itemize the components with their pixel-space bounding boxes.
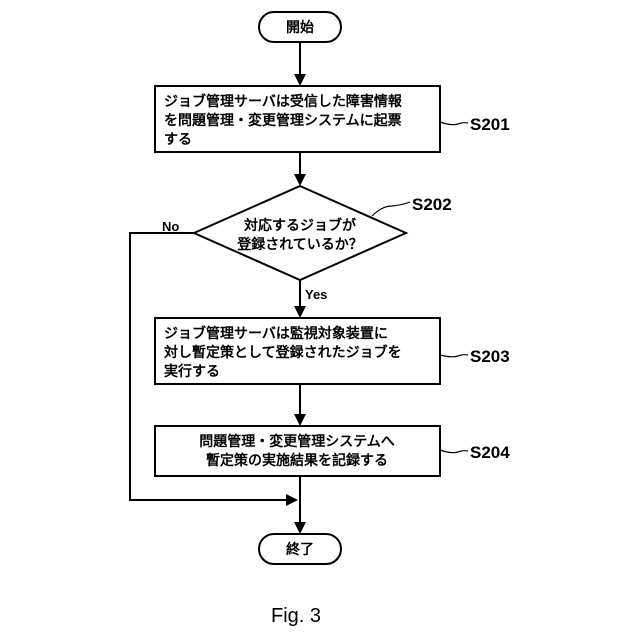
- s201-text-line-3: する: [164, 132, 192, 148]
- start-terminal: 開始: [259, 12, 341, 42]
- s203-text-line-2: 対し暫定策として登録されたジョブを: [163, 344, 402, 361]
- figure-caption: Fig. 3: [271, 605, 321, 627]
- arrowhead: [294, 306, 306, 318]
- s204-text-line-1: 問題管理・変更管理システムへ: [199, 433, 395, 450]
- arrowhead: [294, 414, 306, 426]
- end-label: 終了: [286, 541, 314, 558]
- s201-text-line-1: ジョブ管理サーバは受信した障害情報: [164, 93, 403, 110]
- step-s204-box: 問題管理・変更管理システムへ 暫定策の実施結果を記録する: [155, 426, 440, 476]
- s204-step-label: S204: [470, 443, 510, 462]
- s202-step-label: S202: [412, 195, 452, 214]
- s201-step-label: S201: [470, 115, 510, 134]
- s203-text-line-3: 実行する: [164, 363, 220, 380]
- start-label: 開始: [286, 19, 314, 36]
- s204-leader-line: [440, 450, 468, 453]
- arrowhead: [294, 74, 306, 86]
- step-s203-box: ジョブ管理サーバは監視対象装置に 対し暫定策として登録されたジョブを 実行する: [155, 318, 440, 384]
- s203-text-line-1: ジョブ管理サーバは監視対象装置に: [164, 325, 388, 342]
- no-branch-label: No: [162, 219, 179, 234]
- s201-text-line-2: を問題管理・変更管理システムに起票: [164, 112, 402, 129]
- s201-leader-line: [440, 122, 468, 125]
- s202-leader-line: [372, 202, 410, 216]
- arrowhead: [286, 494, 298, 506]
- s203-leader-line: [440, 355, 468, 357]
- s203-step-label: S203: [470, 347, 510, 366]
- s204-text-line-2: 暫定策の実施結果を記録する: [206, 452, 388, 469]
- step-s202-decision: 対応するジョブが 登録されているか？: [194, 186, 406, 280]
- arrowhead: [294, 522, 306, 534]
- end-terminal: 終了: [259, 534, 341, 564]
- s202-text-line-1: 対応するジョブが: [243, 217, 357, 234]
- yes-branch-label: Yes: [305, 287, 327, 302]
- arrowhead: [294, 174, 306, 186]
- s202-text-line-2: 登録されているか？: [236, 236, 363, 253]
- step-s201-box: ジョブ管理サーバは受信した障害情報 を問題管理・変更管理システムに起票 する: [155, 86, 440, 152]
